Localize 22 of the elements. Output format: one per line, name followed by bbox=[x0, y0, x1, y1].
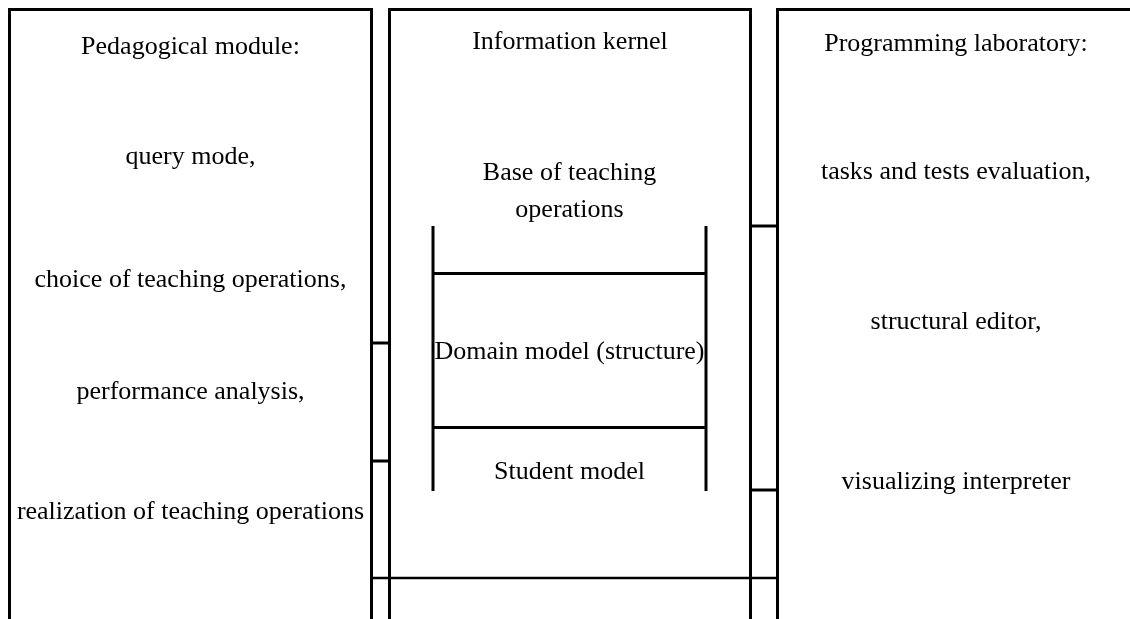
node-text: structural editor, bbox=[870, 305, 1042, 337]
connector-line bbox=[371, 576, 778, 580]
node-text: choice of teaching operations, bbox=[34, 263, 347, 295]
module-panel bbox=[776, 8, 1130, 619]
model-band bbox=[433, 272, 706, 429]
node-text: visualizing interpreter bbox=[841, 465, 1071, 497]
node-text: realization of teaching operations bbox=[16, 495, 365, 527]
node-text: Pedagogical module: bbox=[81, 30, 300, 62]
node-text: performance analysis, bbox=[76, 375, 305, 407]
node-text: Information kernel bbox=[472, 25, 668, 57]
node-text: Domain model (structure) bbox=[434, 335, 705, 367]
connector-line bbox=[371, 341, 390, 345]
node-text: Programming laboratory: bbox=[824, 27, 1088, 59]
connector-line bbox=[750, 488, 778, 492]
module-panel bbox=[388, 8, 752, 619]
node-text: query mode, bbox=[125, 140, 256, 172]
connector-line bbox=[371, 459, 390, 463]
connector-line bbox=[750, 224, 778, 228]
node-text: Base of teaching operations bbox=[481, 156, 658, 225]
node-text: Student model bbox=[493, 455, 646, 487]
node-text: tasks and tests evaluation, bbox=[820, 155, 1092, 187]
module-panel bbox=[8, 8, 373, 619]
